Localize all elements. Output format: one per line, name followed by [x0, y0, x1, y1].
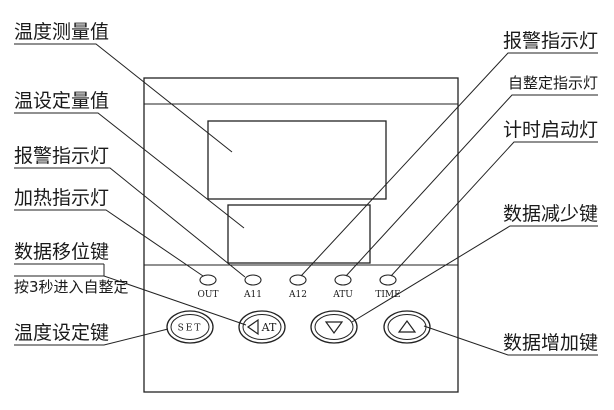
indicator-label-atu: ATU	[332, 290, 353, 300]
set-key-label: SET	[178, 324, 203, 334]
callout-temp-setpoint: 温设定量值	[14, 90, 110, 112]
leader-alarm-right	[300, 52, 598, 277]
callout-shift-key: 数据移位键	[14, 241, 110, 263]
controller-frame	[143, 77, 459, 393]
measured-value-display	[207, 120, 387, 200]
callout-heating: 加热指示灯	[14, 187, 110, 209]
leader-temp-setpoint	[14, 112, 245, 229]
callout-alarm-left: 报警指示灯	[14, 145, 110, 167]
set-key[interactable]: SET	[166, 310, 214, 344]
at-key-label: AT	[261, 321, 277, 334]
down-arrow-icon	[324, 321, 344, 335]
up-arrow-icon	[397, 319, 417, 333]
callout-alarm-right: 报警指示灯	[502, 30, 598, 52]
leader-increase	[423, 325, 598, 356]
leader-alarm-left	[14, 167, 246, 278]
indicator-label-a12: A12	[288, 290, 307, 300]
callout-set-key: 温度设定键	[14, 322, 110, 344]
at-shift-key[interactable]: AT	[238, 310, 286, 344]
time-indicator-lamp	[379, 274, 397, 286]
callout-autotune: 自整定指示灯	[507, 74, 598, 92]
callout-decrease: 数据减少键	[502, 203, 598, 225]
indicator-label-a11: A11	[243, 290, 262, 300]
leader-temp-measured	[14, 43, 233, 153]
indicator-label-time: TIME	[375, 290, 400, 300]
leader-timer	[390, 141, 598, 277]
atu-indicator-lamp	[334, 274, 352, 286]
leader-set-key	[14, 328, 169, 346]
callout-timer: 计时启动灯	[502, 119, 598, 141]
leader-autotune	[345, 94, 598, 277]
leader-shift-key	[14, 275, 247, 326]
leader-decrease	[351, 225, 598, 323]
setpoint-value-display	[227, 204, 371, 264]
indicator-label-out: OUT	[198, 290, 219, 300]
callout-shift-note: 按3秒进入自整定	[14, 278, 129, 296]
decrease-key[interactable]	[310, 310, 358, 344]
increase-key[interactable]	[383, 310, 431, 344]
leader-lines	[14, 43, 598, 356]
callout-increase: 数据增加键	[502, 332, 598, 354]
left-arrow-icon	[246, 318, 259, 336]
out-indicator-lamp	[199, 274, 217, 286]
a11-indicator-lamp	[244, 274, 262, 286]
callout-temp-measured: 温度测量值	[14, 21, 110, 43]
leader-heating	[14, 209, 204, 277]
a12-indicator-lamp	[289, 274, 307, 286]
